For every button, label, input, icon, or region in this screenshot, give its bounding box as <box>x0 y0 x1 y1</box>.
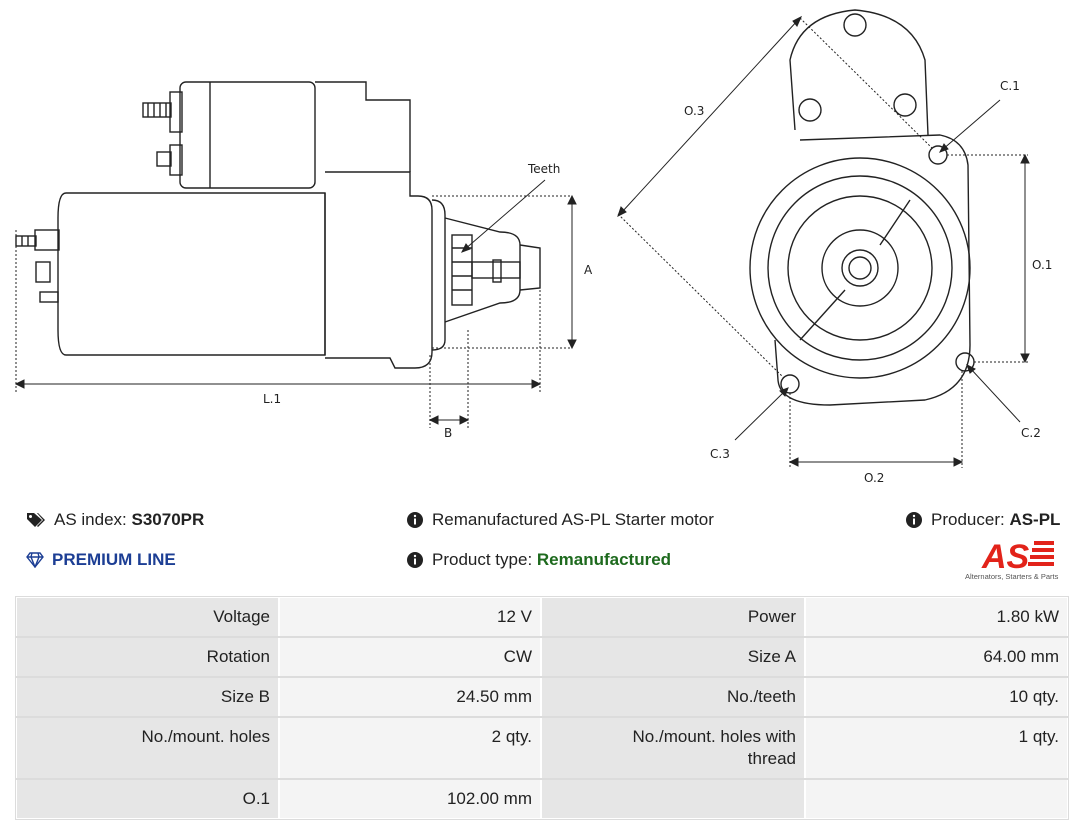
table-row: Rotation CW Size A 64.00 mm <box>15 636 1069 678</box>
info-icon <box>906 512 922 528</box>
spec-label <box>540 778 806 820</box>
spec-label: No./teeth <box>540 676 806 718</box>
as-pl-logo: AS <box>981 538 1054 576</box>
dim-o3-label: O.3 <box>684 104 704 118</box>
as-index-label: AS index: <box>54 510 127 529</box>
product-type: Product type: Remanufactured <box>406 550 671 570</box>
spec-value: CW <box>278 636 542 678</box>
producer-value: AS-PL <box>1009 510 1061 529</box>
spec-label: O.1 <box>15 778 280 820</box>
dim-l1-label: L.1 <box>263 392 281 406</box>
spec-label: No./mount. holes <box>15 716 280 780</box>
spec-value: 10 qty. <box>804 676 1069 718</box>
table-row: O.1 102.00 mm <box>15 778 1069 820</box>
premium-line-label: PREMIUM LINE <box>52 550 176 569</box>
description: Remanufactured AS-PL Starter motor <box>406 510 714 530</box>
product-type-value: Remanufactured <box>536 550 672 569</box>
specification-table: Voltage 12 V Power 1.80 kW Rotation CW S… <box>15 596 1069 820</box>
spec-value: 102.00 mm <box>278 778 542 820</box>
dim-o2-label: O.2 <box>864 471 884 485</box>
producer: Producer: AS-PL <box>905 510 1060 530</box>
info-icon <box>407 512 423 528</box>
spec-value: 1.80 kW <box>804 596 1069 638</box>
producer-label: Producer: <box>931 510 1005 529</box>
spec-value: 24.50 mm <box>278 676 542 718</box>
spec-label: Size A <box>540 636 806 678</box>
spec-label: Power <box>540 596 806 638</box>
tags-icon <box>27 513 45 527</box>
table-row: Voltage 12 V Power 1.80 kW <box>15 596 1069 638</box>
logo-tagline: Alternators, Starters & Parts <box>965 572 1059 581</box>
spec-value: 2 qty. <box>278 716 542 780</box>
table-row: Size B 24.50 mm No./teeth 10 qty. <box>15 676 1069 718</box>
spec-label: Size B <box>15 676 280 718</box>
product-type-label: Product type: <box>432 550 533 569</box>
premium-line[interactable]: PREMIUM LINE <box>26 550 176 570</box>
logo-text: AS <box>981 538 1030 576</box>
description-text: Remanufactured AS-PL Starter motor <box>432 510 714 529</box>
technical-drawing: Teeth A B L.1 <box>14 9 1052 485</box>
dim-b-label: B <box>444 426 452 440</box>
info-icon <box>407 552 423 568</box>
table-row: No./mount. holes 2 qty. No./mount. holes… <box>15 716 1069 780</box>
dim-c1-label: C.1 <box>1000 79 1020 93</box>
dim-c3-label: C.3 <box>710 447 730 461</box>
dim-o1-label: O.1 <box>1032 258 1052 272</box>
spec-value: 12 V <box>278 596 542 638</box>
as-index: AS index: S3070PR <box>26 510 204 530</box>
spec-label: Voltage <box>15 596 280 638</box>
spec-label: Rotation <box>15 636 280 678</box>
teeth-label: Teeth <box>527 162 560 176</box>
dim-a-label: A <box>584 263 593 277</box>
spec-label: No./mount. holes with thread <box>540 716 806 780</box>
spec-value: 1 qty. <box>804 716 1069 780</box>
diamond-icon <box>26 552 44 568</box>
spec-value: 64.00 mm <box>804 636 1069 678</box>
dim-c2-label: C.2 <box>1021 426 1041 440</box>
spec-value <box>804 778 1069 820</box>
as-index-value: S3070PR <box>131 510 205 529</box>
